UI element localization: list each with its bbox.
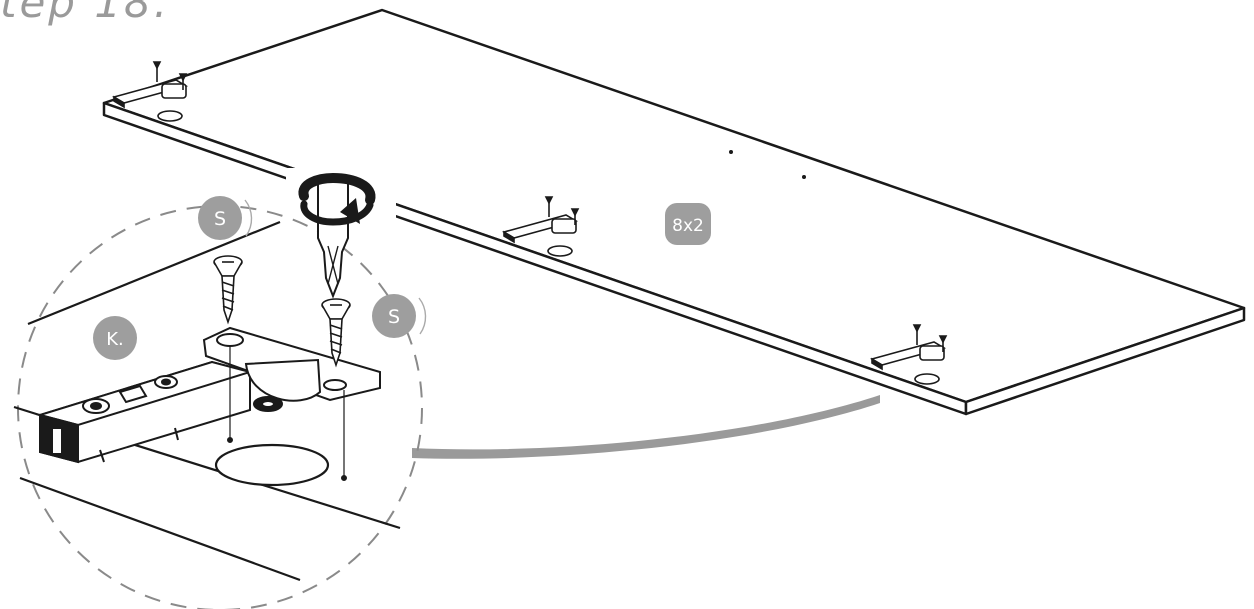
quantity-badge-bg — [665, 203, 711, 245]
part-badge-s-left: S — [198, 196, 253, 240]
quantity-badge: 8x2 — [665, 203, 711, 245]
rotate-clockwise-icon — [298, 172, 376, 226]
hinge-small-middle — [501, 196, 580, 257]
pilot-hole — [729, 150, 733, 154]
part-badge-k: K. — [93, 316, 137, 360]
part-badge-s-right: S — [372, 294, 427, 338]
zoom-detail — [13, 220, 401, 582]
quantity-label: 8x2 — [672, 216, 704, 236]
callout-arrow — [412, 395, 880, 459]
panel-edge-line — [19, 476, 301, 582]
step-title: tep 18. — [0, 0, 171, 27]
pilot-hole — [802, 175, 806, 179]
part-label-k: K. — [106, 329, 124, 350]
screw-right — [321, 298, 351, 368]
part-label-s-left: S — [214, 208, 226, 230]
screw-left — [213, 255, 243, 325]
screwdriver-icon — [317, 176, 349, 299]
hinge-large — [36, 326, 381, 481]
cup-hole — [214, 443, 330, 487]
part-label-s-right: S — [388, 306, 400, 328]
hinge-small-top-left — [111, 61, 189, 122]
hinge-small-bottom-right — [869, 324, 948, 385]
panel-edge-line — [27, 220, 281, 326]
